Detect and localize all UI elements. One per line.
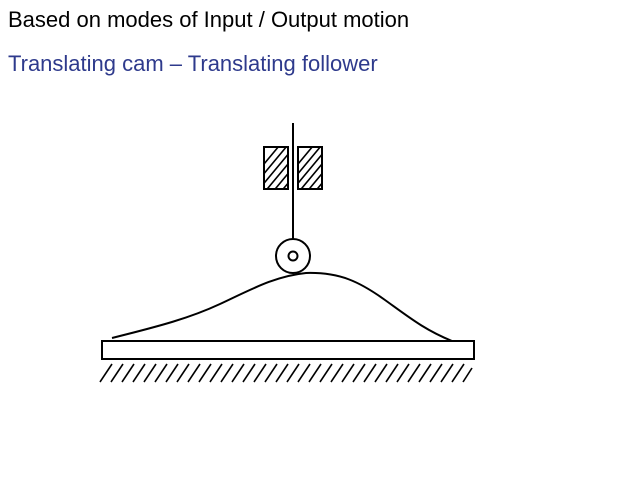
ground-hatching bbox=[99, 363, 473, 383]
slide-subheading: Translating cam – Translating follower bbox=[8, 51, 378, 76]
cam-plate bbox=[101, 340, 475, 360]
cam-profile bbox=[111, 271, 453, 342]
slide-heading: Based on modes of Input / Output motion bbox=[8, 7, 410, 32]
right-guide-block bbox=[297, 146, 323, 190]
left-guide-block bbox=[263, 146, 289, 190]
roller-pin bbox=[287, 250, 299, 262]
